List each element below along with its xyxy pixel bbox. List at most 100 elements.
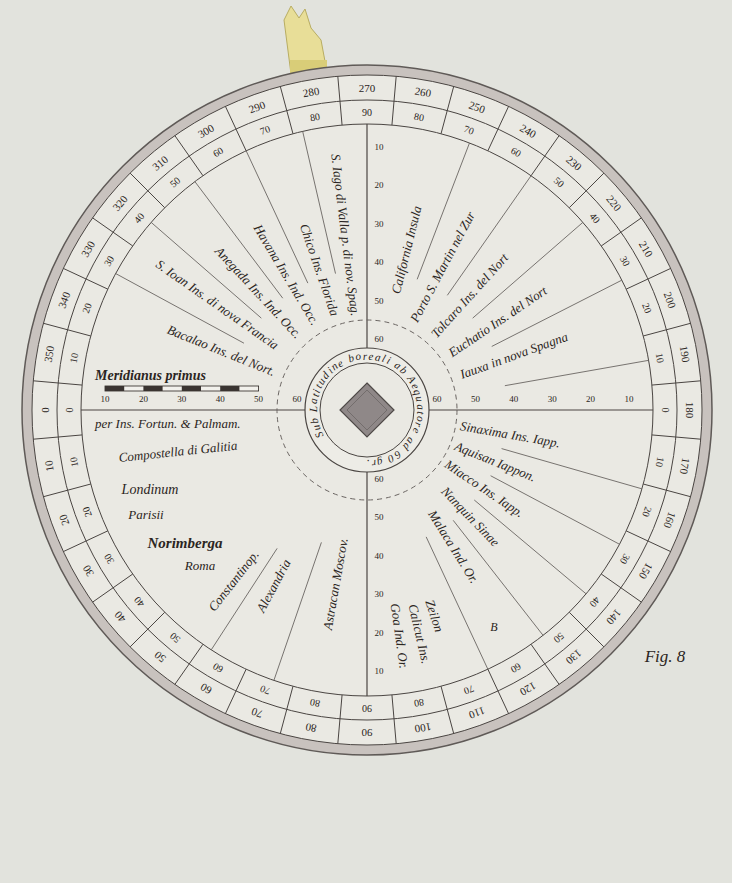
scale-tick [33,381,82,385]
scale-ring [81,124,653,696]
place-name: Compostella di Galitia [118,439,238,466]
scale-tick [225,106,246,150]
place-name: per Ins. Fortun. & Palmam. [95,417,241,431]
degree-number: 40 [588,594,603,609]
legend-letter: b [346,351,355,364]
latitude-number: 60 [375,335,384,345]
degree-number: 60 [211,145,225,160]
center-ring [305,348,429,472]
latitude-number: 20 [375,629,384,639]
scale-tick [441,686,454,733]
scale-tick [643,323,690,336]
latitude-number: 60 [293,395,302,405]
degree-number: 40 [131,211,146,226]
legend-letter: a [307,398,320,405]
longitude-number: 350 [42,345,57,363]
scale-tick [652,435,701,439]
sector-line [505,360,649,385]
degree-number: 60 [509,145,523,160]
latitude-number: 10 [375,667,384,677]
degree-number: 70 [462,683,475,697]
scale-tick [626,268,670,289]
degree-number: 70 [258,123,271,137]
longitude-number: 170 [677,457,692,475]
scale-tick [392,695,396,744]
latitude-number: 40 [375,258,384,268]
longitude-number: 10 [42,460,56,473]
scale-tick [531,644,559,684]
degree-number: 80 [309,110,321,123]
degree-number: 30 [102,254,117,268]
legend-letter: . [367,458,370,470]
longitude-number: 300 [196,121,216,140]
outer-rim [22,65,712,755]
longitude-number: 260 [414,85,432,100]
degree-number: 80 [413,110,425,123]
scale-tick [569,173,604,208]
scale-bar [105,386,259,391]
longitude-number: 0 [38,407,50,413]
longitude-number: 90 [362,726,373,738]
letter-mark: B [490,621,497,634]
degree-number: 20 [640,301,654,314]
axis-line [81,409,305,410]
latitude-number: 10 [625,395,634,405]
latitude-number: 10 [375,143,384,153]
scale-tick [175,644,203,684]
legend-letter: g [376,456,384,469]
latitude-number: 50 [254,395,263,405]
latitude-number: 20 [586,395,595,405]
paper-tape [284,6,327,74]
longitude-number: 60 [198,681,214,697]
longitude-number: 340 [55,290,72,310]
degree-number: 70 [462,123,475,137]
degree-number: 60 [211,661,225,676]
scale-tick [488,106,509,150]
latitude-number: 50 [375,297,384,307]
place-name: California Insula [389,205,425,296]
degree-number: 30 [102,552,117,566]
longitude-number: 130 [564,647,584,667]
degree-number: 60 [509,661,523,676]
longitude-number: 330 [78,239,97,259]
longitude-number: 290 [247,98,267,115]
place-name: Zeilon [422,598,446,634]
latitude-number: 50 [471,395,480,405]
scale-tick [63,531,107,552]
place-name: Alexandria [254,557,294,615]
latitude-number: 10 [101,395,110,405]
legend-letter: r [371,458,377,471]
place-name: Londinum [122,482,179,497]
scale-tick [43,323,90,336]
dashed-circle [277,320,457,500]
degree-number: 40 [131,594,146,609]
legend-letter: t [415,411,427,415]
latitude-number: 20 [375,181,384,191]
longitude-number: 140 [604,607,624,627]
latitude-number: 30 [375,590,384,600]
degree-number: 80 [413,697,425,710]
longitude-number: 80 [305,721,318,735]
place-name: Norimberga [148,535,223,552]
center-diamond-inner [347,390,387,430]
longitude-number: 220 [604,192,624,212]
degree-number: 50 [168,174,183,189]
scale-tick [488,669,509,713]
latitude-number: 40 [216,395,225,405]
scale-tick [130,612,165,647]
longitude-number: 200 [662,290,679,310]
longitude-number: 150 [637,561,656,581]
scale-ring [57,100,677,720]
scale-bar-segment [182,386,201,391]
scale-tick [130,173,165,208]
dial-face [32,75,702,745]
longitude-number: 120 [518,680,538,699]
latitude-number: 60 [375,475,384,485]
scale-tick [175,136,203,176]
longitude-number: 110 [468,705,487,722]
latitude-number: 40 [375,552,384,562]
legend-letter [307,413,319,417]
place-name: Astracan Moscov. [321,537,351,631]
axis-line [366,472,367,696]
